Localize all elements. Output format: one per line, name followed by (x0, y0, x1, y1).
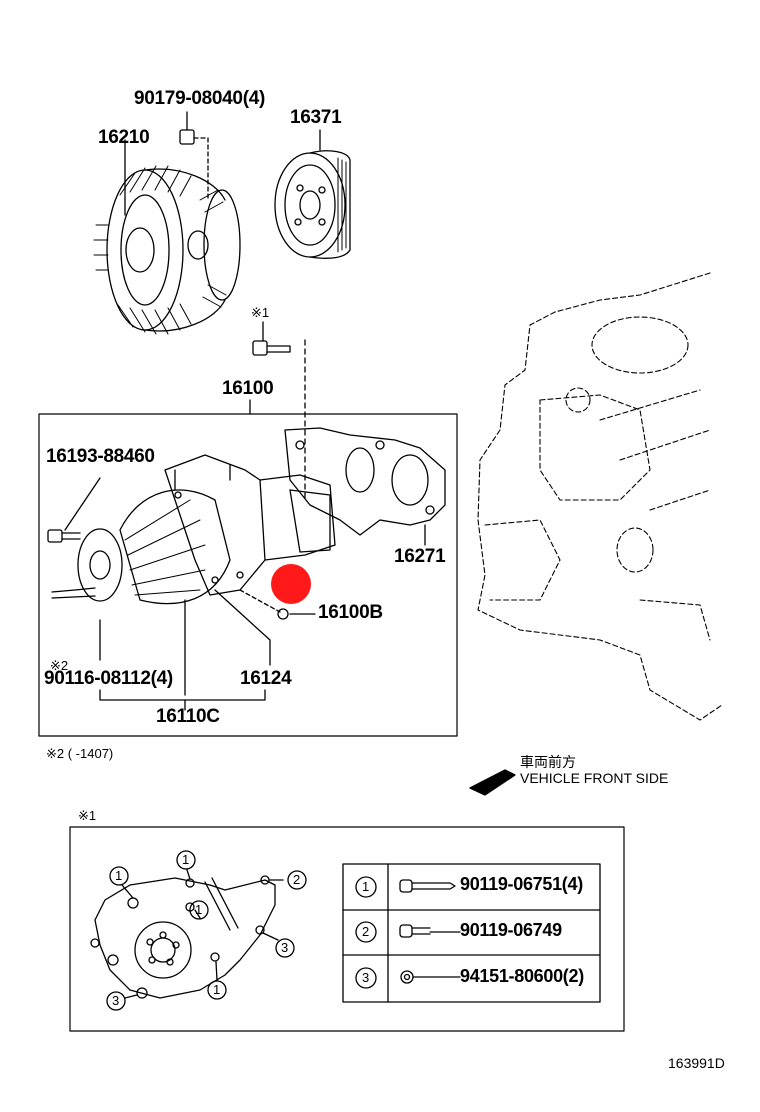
inset-box (69, 826, 625, 1032)
note1-bolt-drawing (252, 321, 306, 501)
legend-part-2: 90119-06749 (460, 920, 562, 940)
label-note2-text: ※2 ( -1407) (46, 746, 114, 761)
engine-block-drawing (477, 272, 723, 721)
inset-pump-drawing (90, 869, 284, 999)
label-bolt-top: 90179-08040(4) (134, 88, 266, 109)
inset-number-circles (106, 850, 307, 1011)
inset-num: 2 (293, 872, 301, 887)
water-pump-drawing (77, 454, 336, 605)
label-stud: 90116-08112(4) (44, 668, 173, 689)
inset-num: 1 (115, 868, 123, 883)
inset-num: 1 (195, 902, 203, 917)
label-fan-clutch: 16210 (98, 127, 150, 148)
label-ref-code: 163991D (668, 1055, 725, 1071)
gasket-drawing (284, 427, 446, 546)
pump-assy-box (38, 413, 458, 737)
label-pump-assy: 16100 (222, 378, 274, 399)
legend-table (342, 863, 601, 1003)
legend-num-1: 1 (362, 879, 370, 894)
legend-part-3: 94151-80600(2) (460, 966, 584, 986)
inset-num: 1 (213, 982, 221, 997)
label-pump-sub: 16110C (156, 706, 220, 727)
legend-num-3: 3 (362, 970, 370, 985)
pulley-drawing (274, 129, 351, 259)
legend-num-2: 2 (362, 924, 370, 939)
label-pulley: 16371 (290, 107, 342, 128)
label-note2-mark: ※2 (50, 658, 69, 673)
top-bolt-drawing (124, 111, 209, 216)
label-plug: 16100B (318, 602, 383, 623)
legend-part-1: 90119-06751(4) (460, 874, 583, 894)
inset-num: 3 (112, 993, 120, 1008)
vehicle-front-arrow (469, 769, 516, 796)
label-inset-mark: ※1 (78, 808, 97, 823)
left-leaders (47, 477, 316, 711)
label-front-en: VEHICLE FRONT SIDE (520, 770, 669, 786)
label-gasket: 16271 (394, 546, 446, 567)
highlight-marker (271, 564, 311, 604)
fan-clutch-drawing (93, 165, 241, 335)
label-oring: 16124 (240, 668, 292, 689)
inset-num: 1 (182, 852, 190, 867)
label-note1-mark: ※1 (251, 305, 270, 320)
label-front-jp: 車両前方 (520, 754, 576, 770)
label-bolt-left: 16193-88460 (46, 446, 155, 467)
inset-num: 3 (281, 940, 289, 955)
